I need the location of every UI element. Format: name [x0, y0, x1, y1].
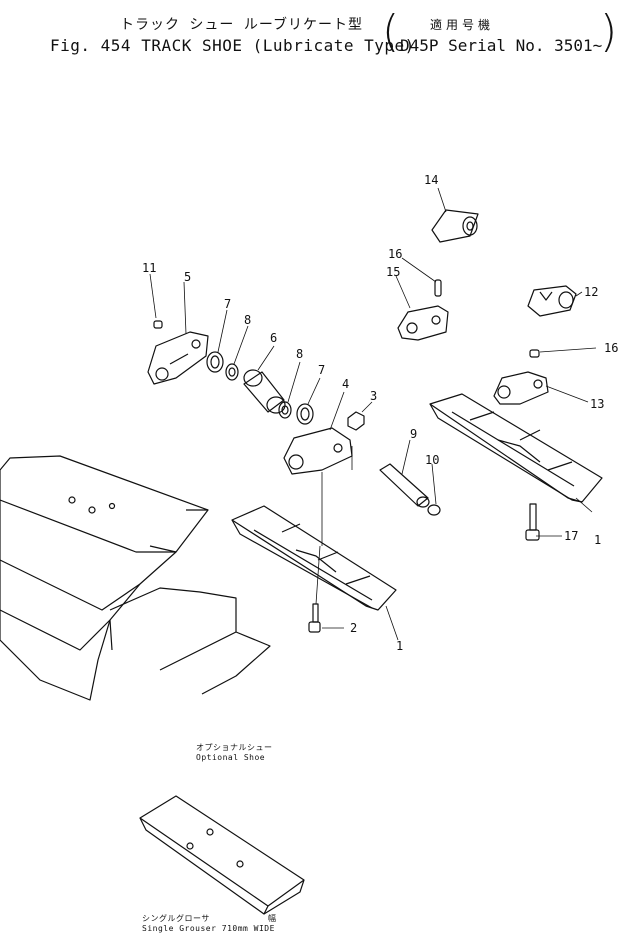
callout-3: 3 — [370, 389, 377, 403]
applicable-model-japanese: 適用号機 — [430, 18, 495, 32]
callout-8-right: 8 — [296, 347, 303, 361]
part-11-drawing — [153, 320, 163, 329]
optional-shoe-drawing — [0, 455, 271, 701]
callout-7-right: 7 — [318, 363, 325, 377]
part-13-drawing — [493, 371, 549, 405]
callout-16-lower: 16 — [604, 341, 618, 355]
callout-8-left: 8 — [244, 313, 251, 327]
callout-6: 6 — [270, 331, 277, 345]
optional-shoe-caption-japanese: オプショナルシュー — [196, 743, 273, 752]
callout-16-upper: 16 — [388, 247, 402, 261]
callout-15: 15 — [386, 265, 400, 279]
part-16-upper-drawing — [434, 279, 442, 297]
leader-lines — [149, 187, 597, 641]
part-3-drawing — [347, 411, 365, 431]
right-parenthesis: ) — [600, 6, 618, 57]
part-2-drawing — [308, 603, 321, 633]
single-grouser-caption: Single Grouser 710mm WIDE — [142, 924, 275, 933]
single-grouser-caption-japanese: シングルグローサ — [142, 914, 210, 923]
callout-2: 2 — [350, 621, 357, 635]
callout-4: 4 — [342, 377, 349, 391]
part-1-right-shoe-drawing — [429, 393, 603, 503]
callout-1-center: 1 — [396, 639, 403, 653]
part-10-drawing — [427, 504, 441, 516]
part-17-drawing — [525, 503, 540, 541]
callout-1-right: 1 — [594, 533, 601, 547]
part-16-lower-drawing — [529, 349, 540, 358]
part-1-center-shoe-drawing — [231, 505, 397, 611]
callout-14: 14 — [424, 173, 438, 187]
part-8-right-drawing — [278, 401, 292, 419]
callout-12: 12 — [584, 285, 598, 299]
single-grouser-shoe-drawing — [139, 795, 305, 915]
part-5-drawing — [147, 331, 209, 385]
callout-9: 9 — [410, 427, 417, 441]
callout-5: 5 — [184, 270, 191, 284]
serial-number-range: D45P Serial No. 3501~ — [400, 36, 603, 55]
part-15-drawing — [397, 305, 449, 341]
part-4-drawing — [283, 427, 353, 475]
single-grouser-width-caption-japanese: 幅 — [268, 914, 277, 923]
callout-17: 17 — [564, 529, 578, 543]
callout-11: 11 — [142, 261, 156, 275]
part-7-left-drawing — [206, 351, 224, 373]
callout-7-left: 7 — [224, 297, 231, 311]
left-parenthesis: ( — [382, 6, 400, 57]
callout-10: 10 — [425, 453, 439, 467]
part-14-drawing — [431, 209, 479, 243]
part-9-drawing — [379, 463, 430, 508]
part-12-drawing — [527, 285, 577, 317]
figure-title-japanese: トラック シュー ルーブリケート型 — [120, 17, 364, 33]
part-7-right-drawing — [296, 403, 314, 425]
optional-shoe-caption: Optional Shoe — [196, 753, 266, 762]
callout-13: 13 — [590, 397, 604, 411]
part-6-drawing — [243, 369, 286, 414]
figure-title: Fig. 454 TRACK SHOE (Lubricate Type) — [50, 36, 415, 55]
part-8-left-drawing — [225, 363, 239, 381]
